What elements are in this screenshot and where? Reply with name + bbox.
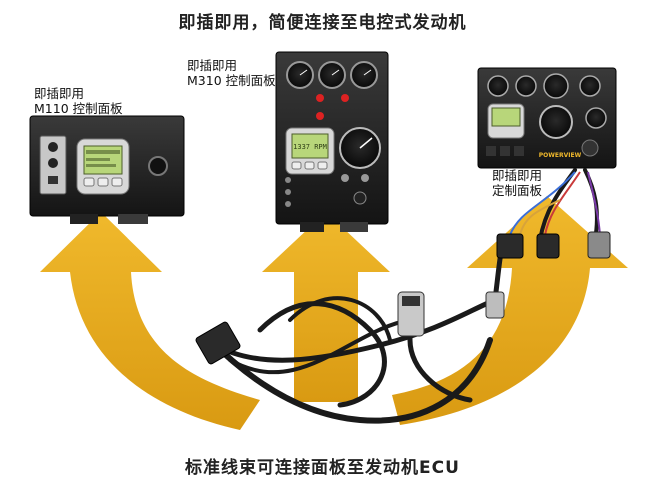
custom-label-line2: 定制面板 xyxy=(492,183,543,198)
connector-custom-3 xyxy=(587,231,611,259)
connector-grey xyxy=(485,291,505,319)
custom-panel xyxy=(477,67,617,169)
footer-caption: 标准线束可连接面板至发动机ECU xyxy=(185,458,460,478)
connector-custom-1 xyxy=(496,233,524,259)
arrow-left xyxy=(40,212,260,430)
m310-label-line1: 即插即用 xyxy=(187,58,238,73)
m110-label: 即插即用 M110 控制面板 xyxy=(34,86,123,116)
m110-panel xyxy=(29,115,185,224)
custom-panel-label: 即插即用 定制面板 xyxy=(492,168,542,198)
m310-display-readout: 1337 RPM xyxy=(293,143,327,151)
m110-label-line2: M110 控制面板 xyxy=(34,101,123,116)
arrow-right xyxy=(392,196,628,425)
m310-panel xyxy=(275,51,389,232)
connector-main xyxy=(195,321,241,365)
m110-label-line1: 即插即用 xyxy=(34,86,85,101)
custom-label-line1: 即插即用 xyxy=(492,168,543,183)
page-title: 即插即用，简便连接至电控式发动机 xyxy=(178,13,467,33)
m310-label-line2: M310 控制面板 xyxy=(187,73,276,88)
connector-round xyxy=(397,291,425,337)
m310-label: 即插即用 M310 控制面板 xyxy=(187,58,276,88)
powerview-logo: POWERVIEW xyxy=(539,152,582,159)
colored-wires xyxy=(509,171,601,236)
connector-custom-2 xyxy=(536,233,560,259)
